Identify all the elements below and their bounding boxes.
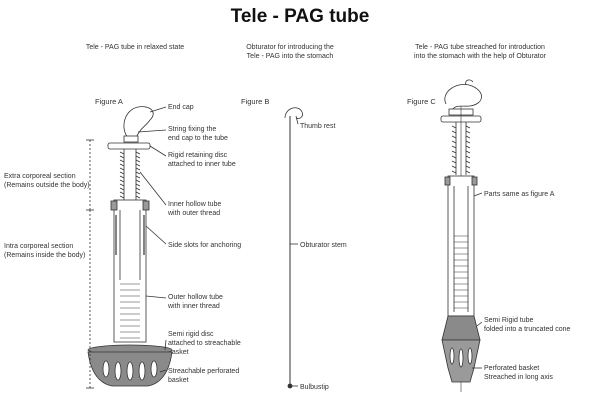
callout-outer-line-1: Outer hollow tube xyxy=(168,294,223,301)
leader-thumb xyxy=(295,115,299,125)
leader-string xyxy=(137,129,167,133)
callout-end-cap: End cap xyxy=(168,104,194,111)
callout-thumb-rest: Thumb rest xyxy=(300,123,336,130)
callout-disc-line-2: attached to inner tube xyxy=(168,161,236,168)
section-intra-line-1: Intra corporeal section xyxy=(4,243,74,250)
diagram-title: Tele - PAG tube xyxy=(230,6,370,27)
end-cap xyxy=(123,135,139,143)
leader-semi xyxy=(164,339,167,351)
figure-b-label: Figure B xyxy=(241,97,270,106)
callout-string-line-2: end cap to the tube xyxy=(168,135,228,142)
figure-c-caption: Tele - PAG tube streached for introducti… xyxy=(385,43,575,61)
callout-semi-line-3: basket xyxy=(168,349,189,356)
callout-c-basket-line-2: Streached in long axis xyxy=(484,374,553,381)
section-intra-line-2: (Remains inside the body) xyxy=(4,252,86,259)
figure-b-caption-line-1: Obturator for introducing the xyxy=(246,44,334,51)
basket-hole xyxy=(458,348,464,368)
figure-c-label: Figure C xyxy=(407,97,436,106)
figure-a-caption: Tele - PAG tube in relaxed state xyxy=(85,44,185,51)
callout-inner-line-2: with outer thread xyxy=(168,210,221,217)
callout-basket-line-2: basket xyxy=(168,377,189,384)
outer-tube xyxy=(447,175,475,317)
string-loop xyxy=(444,84,482,111)
outer-tube xyxy=(113,199,147,343)
figure-c-caption-line-1: Tele - PAG tube streached for introducti… xyxy=(415,44,545,51)
outer-thread-right xyxy=(135,151,141,199)
outer-thread-left xyxy=(119,151,125,199)
anchor-knob-right xyxy=(471,176,478,186)
basket-hole xyxy=(114,361,122,381)
callout-obturator-stem: Obturator stem xyxy=(300,242,347,249)
leader-basket xyxy=(159,369,167,373)
inner-thread xyxy=(454,235,468,309)
basket-hole xyxy=(138,361,146,381)
callout-disc-line-1: Rigid retaining disc xyxy=(168,152,228,159)
anchor-knob-left xyxy=(444,176,451,186)
basket-hole xyxy=(150,360,158,378)
retaining-disc xyxy=(107,142,151,150)
basket-hole xyxy=(102,360,110,378)
figure-b-caption: Obturator for introducing the Tele - PAG… xyxy=(220,43,360,61)
callout-c-semi-line-2: folded into a truncated cone xyxy=(484,326,571,333)
figure-c-device xyxy=(440,79,483,392)
callout-outer-line-2: with inner thread xyxy=(168,303,220,310)
leader-end-cap xyxy=(149,106,167,113)
basket-hole xyxy=(467,347,473,365)
leader-parts xyxy=(473,192,483,197)
basket-hole xyxy=(449,347,455,365)
callout-slots: Side slots for anchoring xyxy=(168,242,242,249)
callout-c-semi-line-1: Semi Rigid tube xyxy=(484,317,534,324)
figure-c-caption-line-2: into the stomach with the help of Obtura… xyxy=(414,53,546,60)
thumb-rest xyxy=(284,107,303,119)
basket-hole xyxy=(126,361,134,381)
anchor-knob-right xyxy=(142,200,150,211)
section-extra-line-1: Extra corporeal section xyxy=(4,173,76,180)
figure-b-caption-line-2: Tele - PAG into the stomach xyxy=(246,53,334,60)
leader-slots xyxy=(145,225,167,245)
section-extra-line-2: (Remains outside the body) xyxy=(4,182,90,189)
outer-thread-right xyxy=(465,125,471,174)
leader-disc xyxy=(149,145,167,157)
outer-thread-left xyxy=(451,125,457,174)
callout-parts-same: Parts same as figure A xyxy=(484,191,555,198)
callout-bulbus-tip: Bulbustip xyxy=(300,384,329,391)
thumb-rest xyxy=(465,79,474,86)
leader-inner xyxy=(139,171,167,206)
bulbus-tip xyxy=(287,383,293,389)
callout-semi-line-1: Semi rigid disc xyxy=(168,331,214,338)
callout-string-line-1: String fixing the xyxy=(168,126,217,133)
callout-c-basket-line-1: Perforated basket xyxy=(484,365,540,372)
callout-basket-line-1: Streachable perforated xyxy=(168,368,240,375)
inner-thread xyxy=(120,283,140,339)
figure-a-device xyxy=(86,106,173,389)
callout-inner-line-1: Inner hollow tube xyxy=(168,201,222,208)
anchor-knob-left xyxy=(110,200,118,211)
leader-semi xyxy=(476,321,483,327)
figure-b-obturator xyxy=(284,107,303,389)
figure-a-label: Figure A xyxy=(95,97,123,106)
callout-semi-line-2: attached to streachable xyxy=(168,340,241,347)
truncated-cone xyxy=(441,315,481,341)
leader-outer xyxy=(145,295,167,299)
string-loop xyxy=(123,106,154,139)
